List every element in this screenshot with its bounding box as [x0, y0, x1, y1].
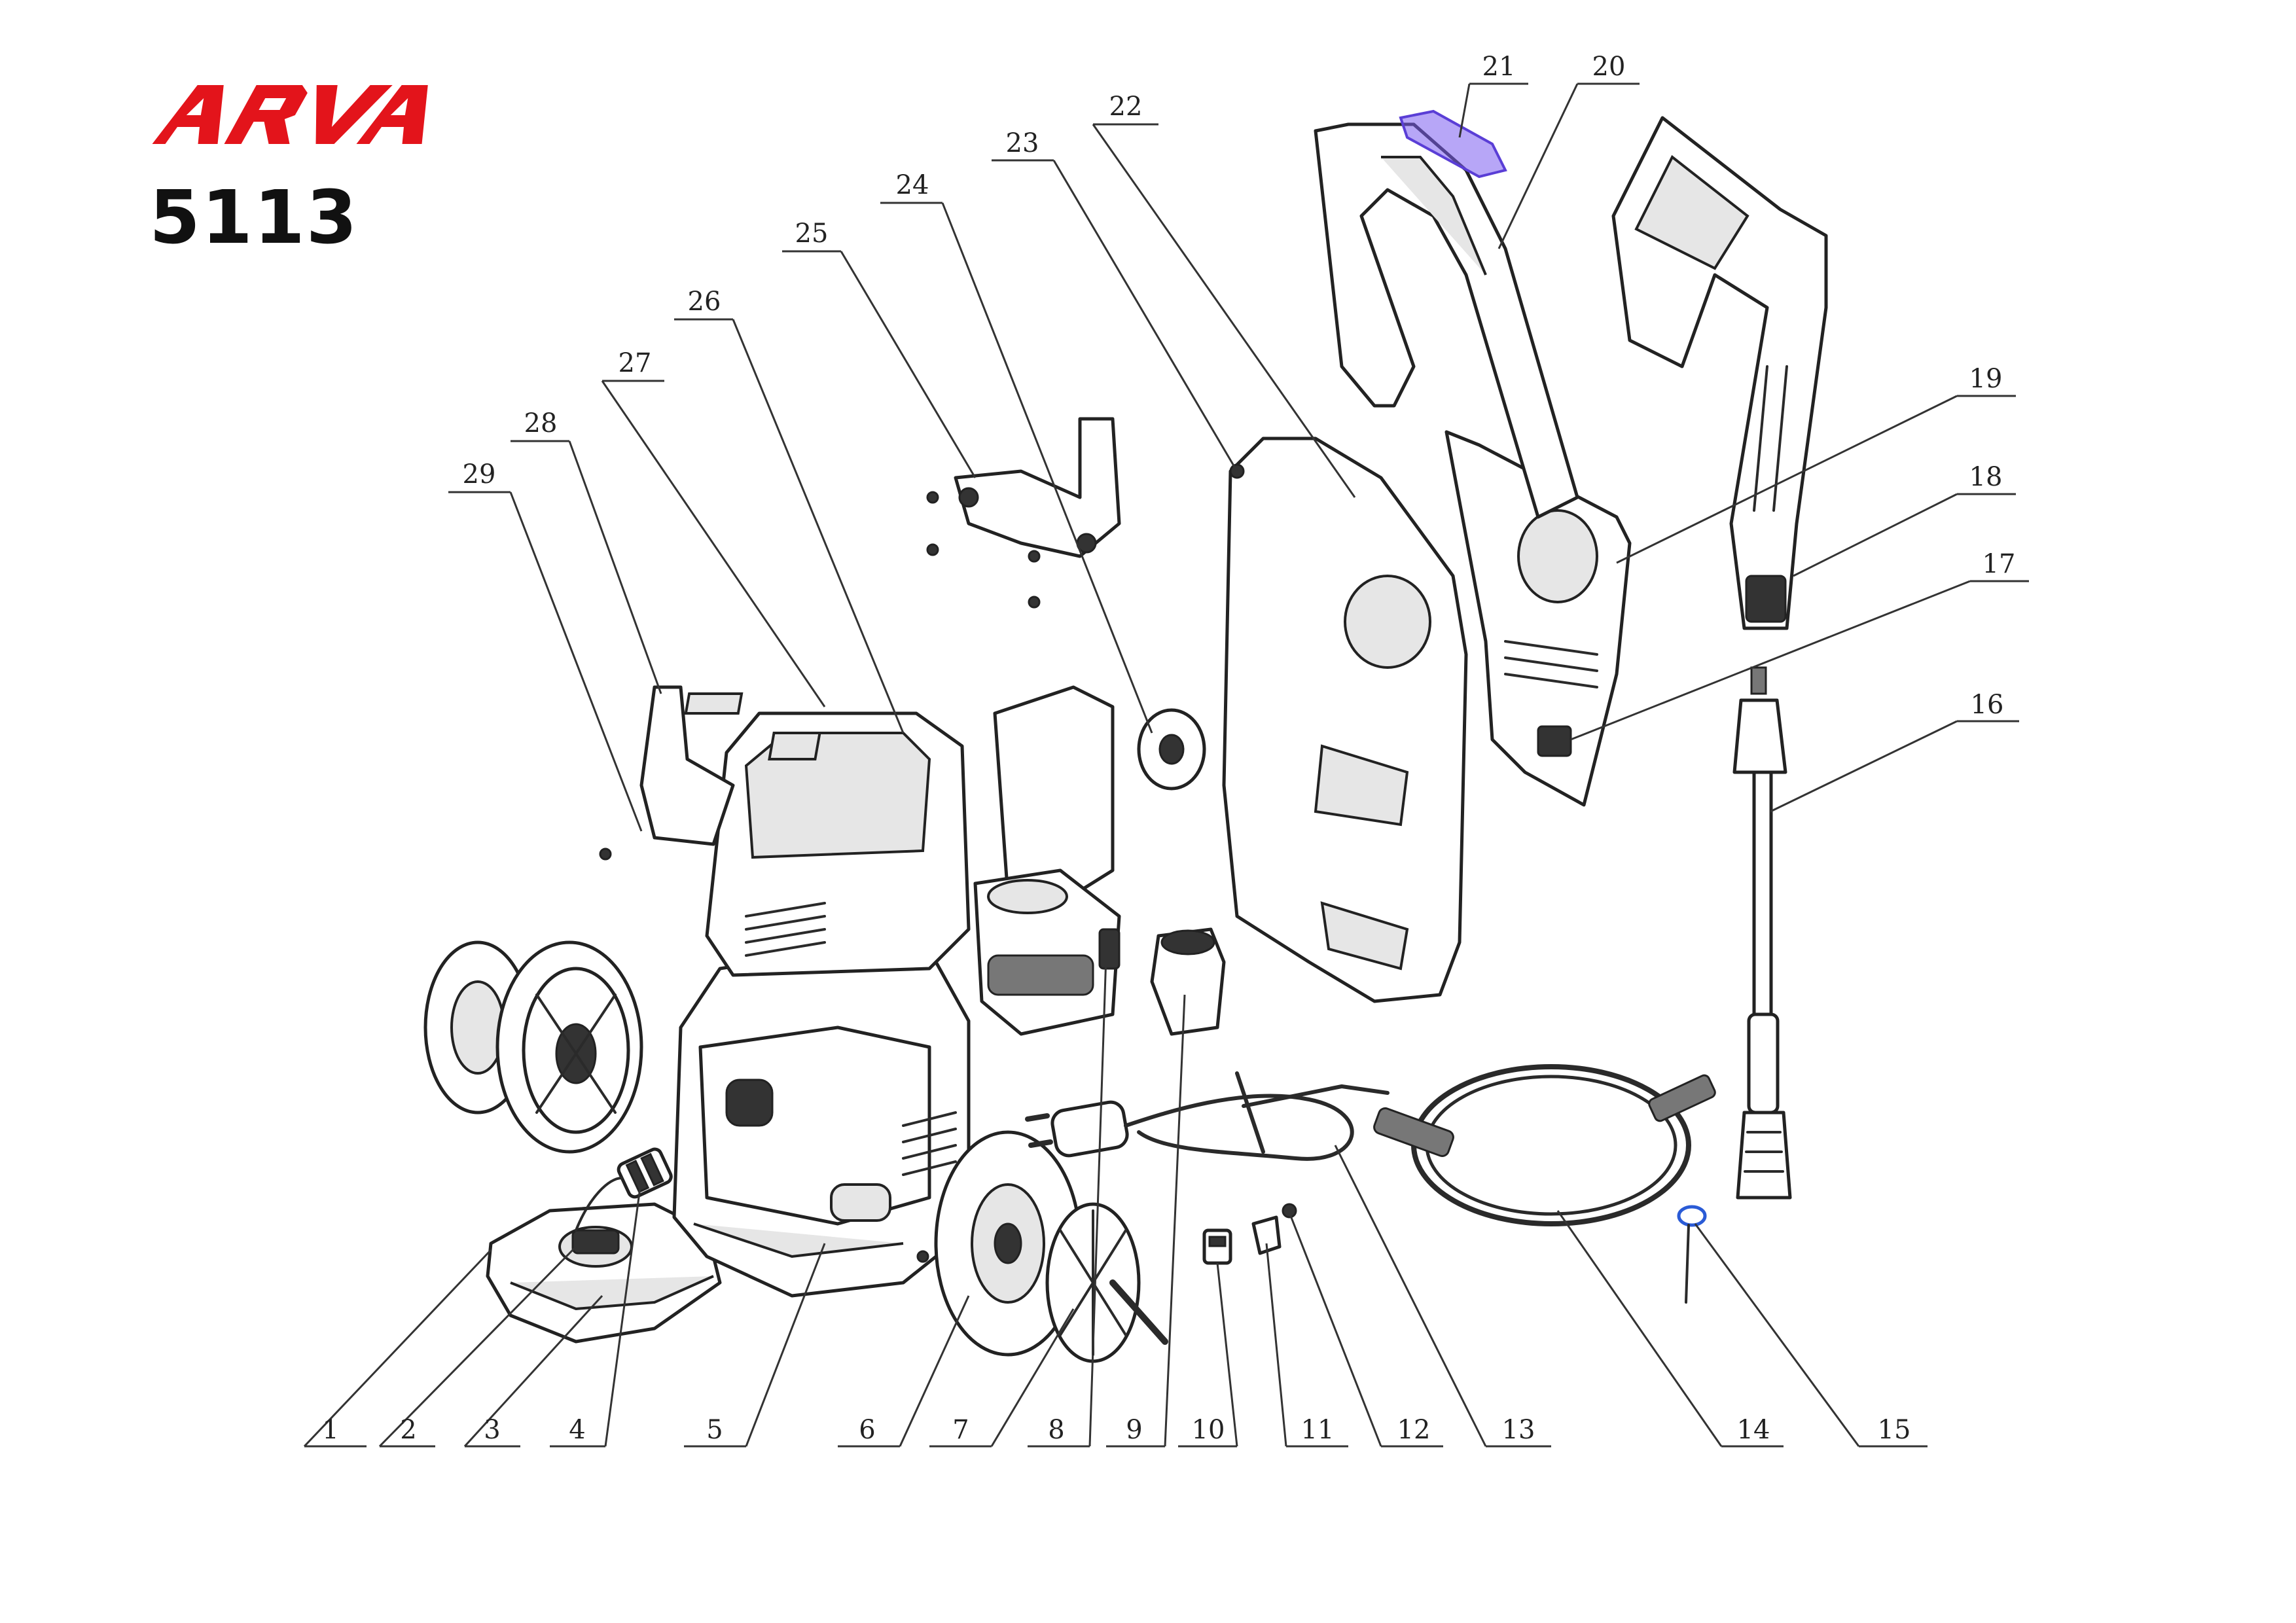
callout-29: 29	[463, 459, 496, 490]
rear-panel	[1222, 437, 1468, 1003]
callout-pointer-21	[1458, 83, 1471, 138]
model-number: 5113	[149, 175, 359, 260]
callout-pointer-26	[732, 319, 905, 734]
callout-1: 1	[322, 1415, 338, 1445]
hose-hook	[954, 417, 1121, 558]
callout-pointer-12	[1289, 1215, 1382, 1447]
callout-pointer-5	[745, 1243, 826, 1447]
spray-lance	[1732, 666, 1792, 1200]
callout-pointer-16	[1770, 720, 1958, 813]
o-ring	[1677, 1205, 1707, 1304]
callout-pointer-6	[899, 1295, 970, 1447]
callout-27: 27	[619, 348, 652, 378]
callout-22: 22	[1109, 92, 1143, 122]
detergent-tank	[486, 1202, 722, 1344]
handle-grip-highlight	[1399, 109, 1507, 179]
callout-pointer-18	[1793, 493, 1958, 577]
callout-pointer-9	[1164, 994, 1186, 1447]
callout-13: 13	[1502, 1415, 1535, 1445]
motor-cover	[639, 685, 971, 977]
callout-16: 16	[1971, 690, 2004, 720]
callout-pointer-1	[303, 1249, 492, 1448]
callout-9: 9	[1126, 1415, 1142, 1445]
callout-pointer-25	[840, 251, 977, 478]
power-cord	[1025, 1071, 1390, 1161]
callout-pointer-17	[1570, 580, 1971, 741]
callout-4: 4	[569, 1415, 585, 1445]
callout-pointer-14	[1556, 1210, 1723, 1447]
callout-pointer-3	[463, 1294, 603, 1448]
inlet-connector	[575, 1147, 673, 1232]
arva-logo	[152, 85, 428, 144]
callout-26: 26	[688, 287, 721, 317]
callout-10: 10	[1192, 1415, 1225, 1445]
callout-11: 11	[1301, 1415, 1335, 1445]
callout-pointer-13	[1334, 1145, 1487, 1447]
callout-20: 20	[1592, 52, 1626, 82]
callout-28: 28	[524, 408, 558, 438]
callout-pointer-28	[568, 440, 662, 694]
screws	[599, 491, 1041, 1263]
front-panel	[1444, 430, 1632, 807]
callout-labels: 1 2 3 4 5 6 7 8 9 10 11 12 13 14 15 16 1…	[322, 52, 2015, 1445]
callout-23: 23	[1006, 128, 1039, 158]
callout-pointer-22	[1092, 124, 1356, 498]
callout-pointer-2	[378, 1245, 577, 1448]
callout-14: 14	[1737, 1415, 1770, 1445]
callout-pointer-19	[1616, 395, 1958, 564]
switch-parts	[1202, 1203, 1297, 1265]
callout-15: 15	[1878, 1415, 1911, 1445]
callout-pointer-11	[1265, 1243, 1287, 1447]
nozzle-holder	[1150, 927, 1226, 1036]
callout-18: 18	[1969, 462, 2003, 492]
front-wheel	[934, 1130, 1168, 1363]
callout-pointer-27	[601, 380, 826, 707]
callout-17: 17	[1982, 549, 2016, 579]
callout-3: 3	[484, 1415, 500, 1445]
callout-5: 5	[706, 1415, 723, 1445]
callout-pointer-4	[604, 1177, 643, 1447]
spray-gun	[1611, 116, 1828, 630]
callout-2: 2	[400, 1415, 416, 1445]
callout-24: 24	[896, 170, 929, 200]
callout-pointer-29	[509, 491, 643, 832]
callout-6: 6	[859, 1415, 875, 1445]
pump-assembly	[973, 685, 1206, 1036]
callout-pointer-24	[941, 202, 1153, 734]
callout-pointer-23	[1052, 160, 1238, 472]
handle	[1314, 109, 1579, 519]
high-pressure-hose	[1373, 1064, 1716, 1226]
callout-25: 25	[795, 219, 829, 249]
callout-21: 21	[1482, 52, 1516, 82]
callout-12: 12	[1397, 1415, 1431, 1445]
callout-pointer-7	[990, 1308, 1075, 1447]
callout-7: 7	[952, 1415, 969, 1445]
main-housing	[672, 947, 971, 1298]
callout-19: 19	[1969, 364, 2003, 394]
callout-pointer-15	[1694, 1223, 1860, 1447]
callout-pointer-10	[1216, 1262, 1238, 1447]
callout-pointer-20	[1498, 83, 1579, 249]
leader-lines	[303, 82, 2029, 1448]
callout-pointer-8	[1088, 955, 1107, 1447]
rear-wheel-left	[423, 940, 643, 1154]
callout-8: 8	[1048, 1415, 1064, 1445]
